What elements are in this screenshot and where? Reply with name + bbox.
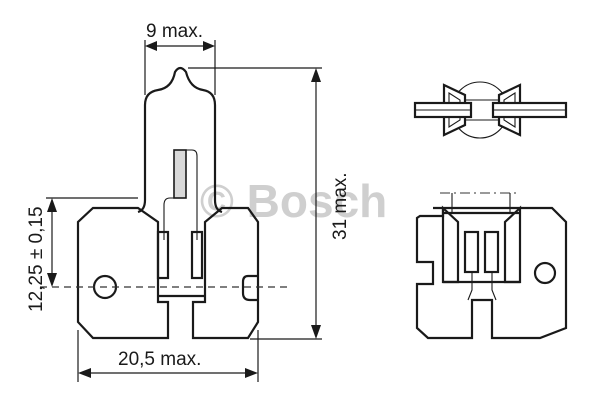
terminal-right bbox=[190, 230, 204, 280]
base-right-block bbox=[191, 206, 260, 340]
height-label: 31 max. bbox=[330, 172, 351, 240]
terminal-left bbox=[156, 230, 170, 280]
dimension-top-width: 9 max. bbox=[144, 21, 216, 95]
side-view-body bbox=[415, 206, 568, 340]
side-view bbox=[415, 192, 568, 340]
side-view-terminal-right bbox=[483, 230, 500, 274]
dimension-height: 31 max. bbox=[188, 67, 351, 340]
watermark-text: © Bosch bbox=[200, 175, 387, 227]
filament-lead-right bbox=[186, 149, 198, 240]
dimension-base-width: 20,5 max. bbox=[77, 330, 259, 382]
side-view-inner-left bbox=[441, 205, 460, 284]
glass-bulb-neck-left bbox=[137, 199, 147, 214]
dimension-light-center: 12,25 ± 0,15 bbox=[26, 197, 138, 312]
top-view bbox=[413, 81, 568, 139]
light-center-label: 12,25 ± 0,15 bbox=[26, 206, 47, 312]
glass-bulb-outline bbox=[143, 66, 223, 214]
side-view-hole bbox=[533, 261, 557, 285]
side-view-terminal-left bbox=[463, 230, 480, 274]
watermark: © Bosch bbox=[200, 175, 387, 227]
filament bbox=[173, 149, 187, 199]
base-width-label: 20,5 max. bbox=[118, 349, 201, 370]
filament-lead-left bbox=[163, 197, 174, 240]
side-view-inner-right bbox=[503, 205, 522, 284]
side-notch bbox=[241, 274, 258, 302]
top-width-label: 9 max. bbox=[146, 21, 203, 42]
base-left-block bbox=[76, 206, 170, 340]
front-view bbox=[40, 66, 292, 340]
